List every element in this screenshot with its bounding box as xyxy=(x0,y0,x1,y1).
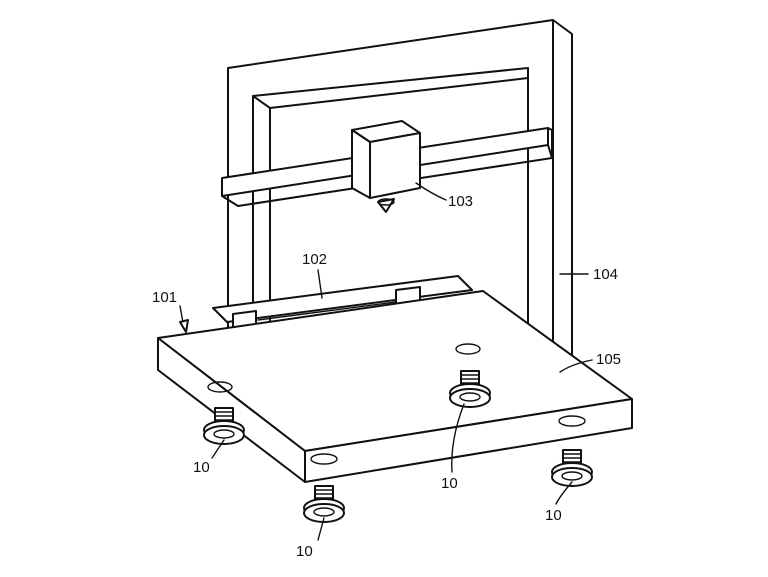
knob-left xyxy=(203,407,245,445)
leader-lines xyxy=(179,182,593,541)
knob-center xyxy=(449,370,491,408)
label-10-left: 10 xyxy=(193,459,210,476)
knob-right xyxy=(551,449,593,487)
print-head-103 xyxy=(351,120,421,213)
knob-front xyxy=(303,485,345,523)
label-104: 104 xyxy=(593,266,618,283)
label-10-center: 10 xyxy=(441,475,458,492)
label-101: 101 xyxy=(152,289,177,306)
label-102: 102 xyxy=(302,251,327,268)
label-10-right: 10 xyxy=(545,507,562,524)
label-105: 105 xyxy=(596,351,621,368)
labels: 101 102 103 104 105 10 10 10 10 xyxy=(152,193,621,560)
label-10-front: 10 xyxy=(296,543,313,560)
label-103: 103 xyxy=(448,193,473,210)
